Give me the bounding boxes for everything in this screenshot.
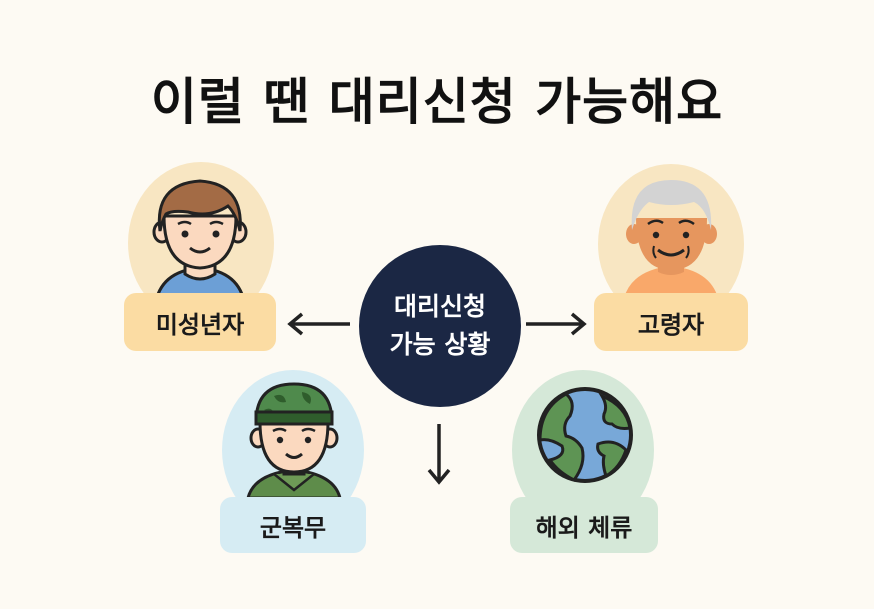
center-line-2: 가능 상황 (389, 330, 491, 359)
center-line-1: 대리신청 (393, 292, 486, 321)
child-label: 미성년자 (124, 293, 276, 351)
globe-icon (537, 387, 633, 483)
page-title: 이럴 땐 대리신청 가능해요 (150, 73, 724, 131)
arrow-left-icon (287, 312, 350, 336)
soldier-label: 군복무 (220, 497, 366, 553)
child-avatar-icon (152, 179, 248, 308)
arrow-down-icon (427, 424, 451, 485)
elderly-avatar-icon (624, 180, 718, 298)
soldier-avatar-icon (246, 382, 342, 500)
elderly-label: 고령자 (594, 293, 748, 351)
overseas-label: 해외 체류 (510, 497, 658, 553)
center-hub: 대리신청 가능 상황 (359, 245, 521, 407)
arrow-right-icon (526, 312, 587, 336)
